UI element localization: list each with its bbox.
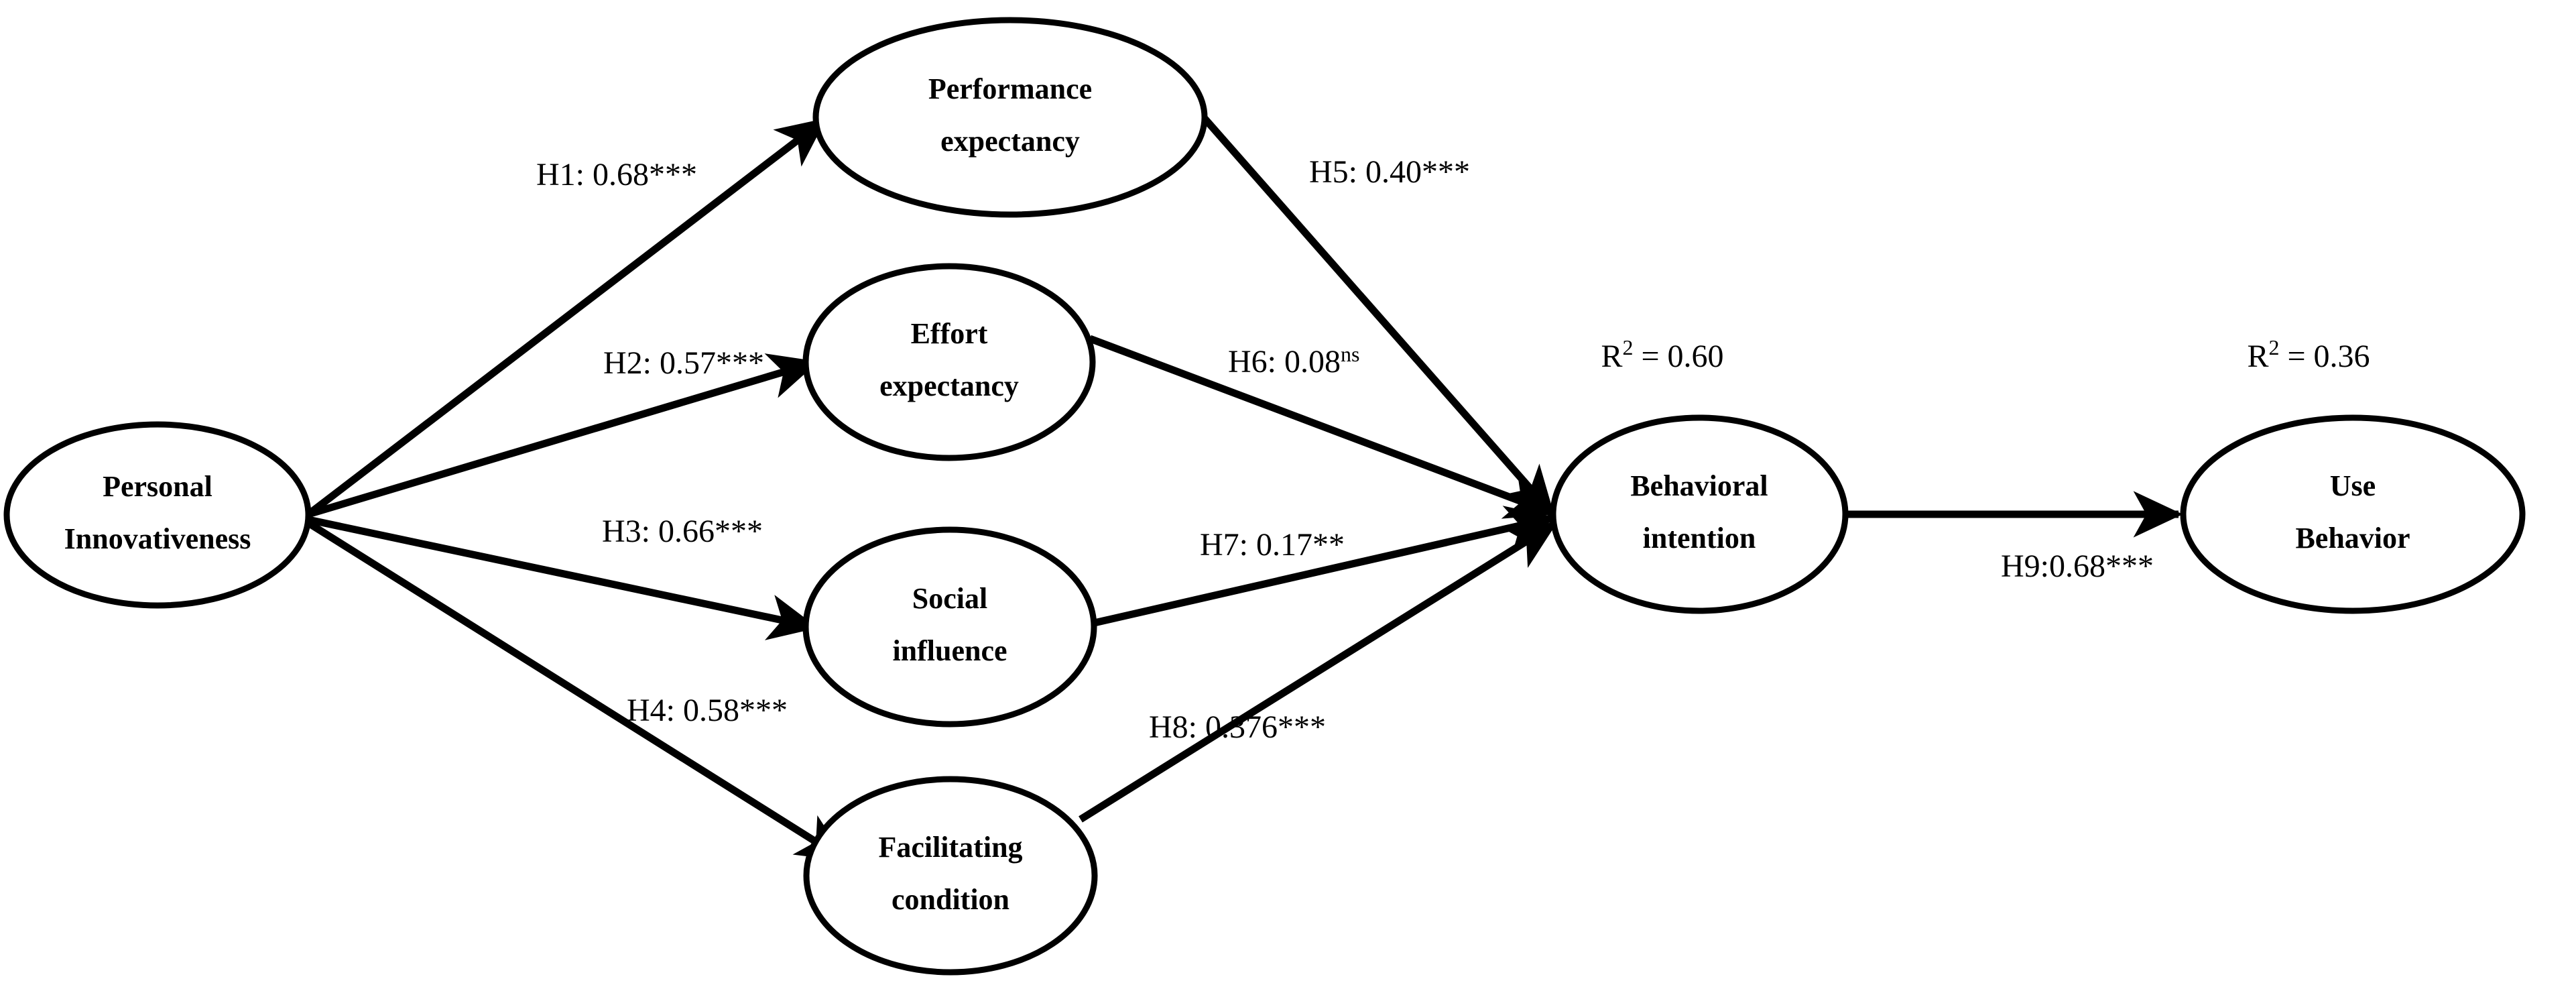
edge-h7[interactable] [1090, 506, 1556, 628]
stat-exponent-r2_use_behavior: 2 [2268, 335, 2279, 359]
node-ellipse-performance_expectancy [812, 17, 1208, 218]
edge-label-h6: H6: 0.08ns [1228, 342, 1359, 380]
edge-label-text-h5: H5: 0.40*** [1309, 154, 1470, 190]
node-label-line2-performance_expectancy: expectancy [940, 125, 1080, 158]
node-ellipse-use_behavior [2180, 414, 2526, 614]
stat-base-r2_use_behavior: R [2247, 339, 2268, 374]
edge-label-h1: H1: 0.68*** [536, 157, 697, 192]
node-ellipse-effort_expectancy [802, 263, 1096, 461]
stat-value-r2_use_behavior: 0.36 [2314, 339, 2370, 374]
node-label-line2-effort_expectancy: expectancy [879, 369, 1019, 402]
stat-r2_use_behavior: R2 = 0.36 [2247, 335, 2370, 374]
node-ellipse-personal_innovativeness [3, 421, 312, 609]
node-label-line1-social_influence: Social [912, 582, 987, 615]
node-label-line1-behavioral_intention: Behavioral [1630, 469, 1768, 502]
edge-significance-ns-h6: ns [1341, 342, 1359, 366]
node-facilitating_condition[interactable]: Facilitating condition [803, 776, 1098, 976]
path-arrow-h3 [307, 516, 818, 640]
node-label-line1-effort_expectancy: Effort [911, 317, 988, 350]
node-label-line1-personal_innovativeness: Personal [103, 470, 212, 503]
stat-exponent-r2_behavioral_intention: 2 [1622, 335, 1633, 359]
node-label-line2-social_influence: influence [892, 634, 1007, 667]
path-arrow-h7 [1090, 506, 1556, 628]
node-ellipse-social_influence [802, 526, 1097, 728]
edge-labels-layer: H1: 0.68*** H2: 0.57*** H3: 0.66*** H4: 0.5… [536, 154, 2154, 745]
node-label-line1-use_behavior: Use [2330, 469, 2376, 502]
edge-h5[interactable] [1199, 113, 1555, 516]
edge-h1[interactable] [306, 117, 827, 518]
edge-label-h2: H2: 0.57*** [603, 345, 764, 381]
edge-label-text-h8: H8: 0.376*** [1149, 709, 1326, 745]
node-ellipse-behavioral_intention [1550, 414, 1849, 614]
edge-h8[interactable] [1079, 521, 1558, 823]
path-arrow-h1 [306, 117, 827, 518]
node-effort_expectancy[interactable]: Effort expectancy [802, 263, 1096, 461]
edge-label-text-h2: H2: 0.57*** [603, 345, 764, 381]
edge-label-text-h6: H6: 0.08 [1228, 344, 1341, 380]
stat-value-r2_behavioral_intention: 0.60 [1668, 339, 1724, 374]
edge-label-text-h4: H4: 0.58*** [627, 693, 788, 728]
edge-label-h5: H5: 0.40*** [1309, 154, 1470, 190]
node-behavioral_intention[interactable]: Behavioral intention [1550, 414, 1849, 614]
node-label-line1-facilitating_condition: Facilitating [878, 831, 1022, 864]
path-arrow-h8 [1079, 521, 1558, 823]
path-arrow-h4 [306, 520, 847, 862]
node-label-line2-behavioral_intention: intention [1643, 522, 1756, 555]
edge-h2[interactable] [307, 353, 819, 518]
edge-label-text-h9: H9:0.68*** [2001, 548, 2154, 584]
edge-h6[interactable] [1089, 335, 1556, 519]
node-label-line2-facilitating_condition: condition [892, 883, 1009, 916]
node-label-line2-use_behavior: Behavior [2295, 522, 2410, 555]
stat-equals-r2_use_behavior: = [2279, 339, 2313, 374]
node-performance_expectancy[interactable]: Performance expectancy [812, 17, 1208, 218]
node-label-line1-performance_expectancy: Performance [928, 72, 1092, 105]
edge-h4[interactable] [306, 520, 847, 862]
path-arrow-h2 [307, 353, 819, 518]
edge-label-text-h1: H1: 0.68*** [536, 157, 697, 192]
stat-equals-r2_behavioral_intention: = [1633, 339, 1667, 374]
stat-base-r2_behavioral_intention: R [1601, 339, 1622, 374]
edge-label-h7: H7: 0.17** [1200, 527, 1345, 563]
path-arrow-h5 [1199, 113, 1555, 516]
path-arrow-h6 [1089, 335, 1556, 519]
stat-r2_behavioral_intention: R2 = 0.60 [1601, 335, 1723, 374]
edge-label-h4: H4: 0.58*** [627, 693, 788, 728]
edge-label-text-h7: H7: 0.17** [1200, 527, 1345, 563]
node-social_influence[interactable]: Social influence [802, 526, 1097, 728]
edge-label-h3: H3: 0.66*** [602, 514, 763, 549]
edge-label-h9: H9:0.68*** [2001, 548, 2154, 584]
edges-layer [306, 113, 2183, 862]
node-ellipse-facilitating_condition [803, 776, 1098, 976]
node-label-line2-personal_innovativeness: Innovativeness [64, 522, 251, 555]
edge-label-text-h3: H3: 0.66*** [602, 514, 763, 549]
edge-h3[interactable] [307, 516, 818, 640]
edge-label-h8: H8: 0.376*** [1149, 709, 1326, 745]
